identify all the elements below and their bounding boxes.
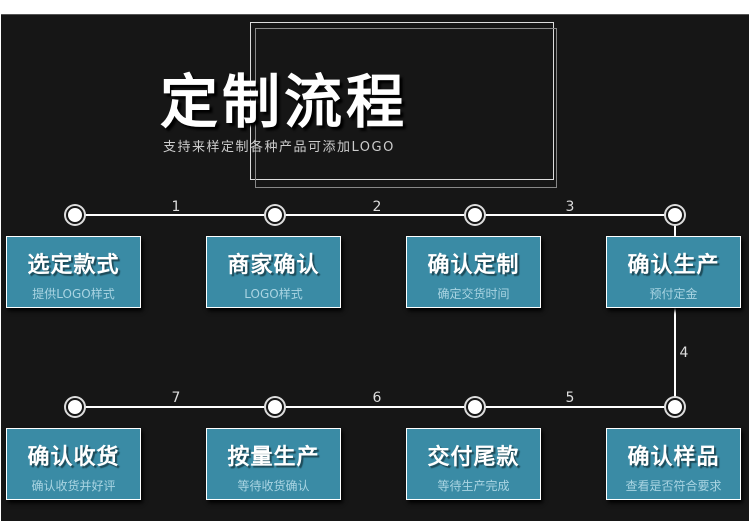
step-desc: 提供LOGO样式 <box>32 287 115 301</box>
flow-node <box>466 398 484 416</box>
step-number: 5 <box>565 390 575 406</box>
step-title: 按量生产 <box>227 445 320 470</box>
step-title: 确认样品 <box>627 445 720 470</box>
step-box: 商家确认 LOGO样式 <box>206 236 341 308</box>
step-title: 选定款式 <box>27 253 120 278</box>
step-title: 确认生产 <box>627 253 720 278</box>
step-box: 确认收货确认收货并好评 <box>6 428 141 500</box>
flow-node <box>666 206 684 224</box>
step-number: 4 <box>679 345 689 361</box>
step-number: 3 <box>565 199 575 215</box>
flow-node <box>666 398 684 416</box>
step-box: 按量生产等待收货确认 <box>206 428 341 500</box>
flow-node <box>66 398 84 416</box>
step-title: 交付尾款 <box>427 445 520 470</box>
flow-line-bottom <box>75 406 675 408</box>
step-title: 确认定制 <box>427 253 520 278</box>
step-number: 1 <box>171 199 181 215</box>
step-number: 7 <box>171 390 181 406</box>
flow-node <box>266 206 284 224</box>
step-desc: 确定交货时间 <box>437 287 510 301</box>
step-number: 6 <box>372 390 382 406</box>
step-box: 确认样品查看是否符合要求 <box>606 428 741 500</box>
step-box: 确认生产预付定金 <box>606 236 741 308</box>
flow-line-right <box>674 215 676 407</box>
flow-node <box>266 398 284 416</box>
flow-node <box>466 206 484 224</box>
step-desc: LOGO样式 <box>244 287 303 301</box>
step-desc: 查看是否符合要求 <box>625 479 722 493</box>
step-title: 商家确认 <box>227 253 320 278</box>
step-desc: 确认收货并好评 <box>31 479 116 493</box>
step-number: 2 <box>372 199 382 215</box>
page-subtitle: 支持来样定制各种产品可添加LOGO <box>163 140 395 155</box>
decorative-frame <box>250 22 554 180</box>
step-box: 交付尾款等待生产完成 <box>406 428 541 500</box>
flow-node <box>66 206 84 224</box>
decorative-frame-back <box>255 28 557 188</box>
step-desc: 等待收货确认 <box>237 479 310 493</box>
step-desc: 等待生产完成 <box>437 479 510 493</box>
step-box: 确认定制确定交货时间 <box>406 236 541 308</box>
flow-line-top <box>75 214 675 216</box>
step-box: 选定款式提供LOGO样式 <box>6 236 141 308</box>
step-title: 确认收货 <box>27 445 120 470</box>
step-desc: 预付定金 <box>649 287 698 301</box>
page-title: 定制流程 <box>160 68 409 136</box>
